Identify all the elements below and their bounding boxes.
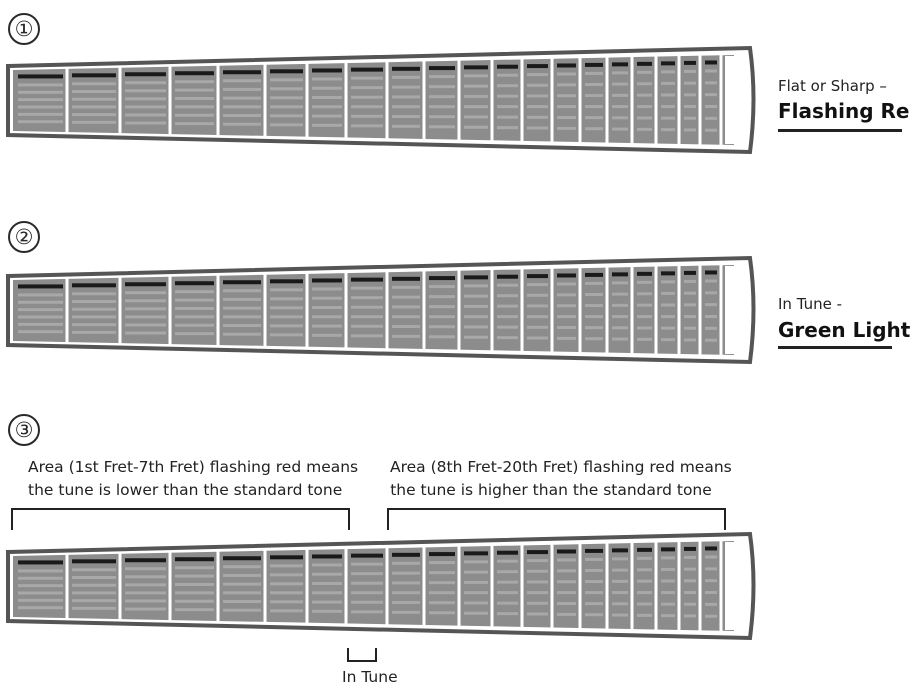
area-high-caption: Area (8th Fret-20th Fret) flashing red m… <box>390 456 732 502</box>
fret-led-19 <box>684 60 696 65</box>
fret-led-14 <box>557 273 576 278</box>
fret-led-18 <box>661 61 675 66</box>
fret-led-1 <box>18 284 63 289</box>
fret-led-12 <box>497 274 518 279</box>
fret-led-13 <box>527 550 548 555</box>
fret-led-17 <box>637 271 652 276</box>
fret-led-19 <box>684 270 696 275</box>
fret-led-6 <box>270 69 303 74</box>
fret-led-14 <box>557 63 576 68</box>
fretboard-neck-2 <box>6 255 756 365</box>
fret-led-6 <box>270 279 303 284</box>
fret-led-14 <box>557 549 576 554</box>
area-high-bracket <box>387 508 726 530</box>
fret-led-9 <box>392 276 420 281</box>
green-light-underline <box>778 346 892 349</box>
area-low-line-2: the tune is lower than the standard tone <box>28 481 343 499</box>
fret-led-1 <box>18 74 63 79</box>
fret-led-5 <box>223 70 261 75</box>
fret-led-16 <box>612 548 628 553</box>
step-2-number-badge: ② <box>8 221 40 253</box>
step-1-number-badge: ① <box>8 13 40 45</box>
fret-led-3 <box>125 72 166 77</box>
area-low-bracket <box>11 508 350 530</box>
fret-led-17 <box>637 61 652 66</box>
fret-led-11 <box>464 275 488 280</box>
fret-led-8 <box>351 67 383 72</box>
fret-led-19 <box>684 546 696 551</box>
fret-led-2 <box>72 283 116 288</box>
fret-led-11 <box>464 65 488 70</box>
fret-led-20 <box>705 60 717 65</box>
fret-led-20 <box>705 270 717 275</box>
fret-led-3 <box>125 282 166 287</box>
area-low-line-1: Area (1st Fret-7th Fret) flashing red me… <box>28 458 359 476</box>
step-3-number-badge: ③ <box>8 414 40 446</box>
fret-led-9 <box>392 552 420 557</box>
fretboard-neck-1 <box>6 45 756 155</box>
fret-led-4 <box>175 71 214 76</box>
green-light-label: Green Light <box>778 318 910 342</box>
area-high-line-1: Area (8th Fret-20th Fret) flashing red m… <box>390 458 732 476</box>
fret-led-7 <box>312 68 342 73</box>
flashing-red-underline <box>778 129 902 132</box>
fret-led-1 <box>18 560 63 565</box>
fret-led-10 <box>429 552 455 557</box>
fret-led-4 <box>175 557 214 562</box>
fret-led-5 <box>223 556 261 561</box>
area-high-line-2: the tune is higher than the standard ton… <box>390 481 712 499</box>
in-tune-caption: In Tune <box>342 668 398 686</box>
fret-led-4 <box>175 281 214 286</box>
fret-led-12 <box>497 64 518 69</box>
area-low-caption: Area (1st Fret-7th Fret) flashing red me… <box>28 456 359 502</box>
fret-led-10 <box>429 66 455 71</box>
fret-led-18 <box>661 271 675 276</box>
fret-led-7 <box>312 554 342 559</box>
fret-led-9 <box>392 66 420 71</box>
fret-led-15 <box>585 272 603 277</box>
fret-led-13 <box>527 274 548 279</box>
fret-led-5 <box>223 280 261 285</box>
fretboard-neck-3 <box>6 531 756 641</box>
fret-led-8 <box>351 277 383 282</box>
in-tune-dash-label: In Tune - <box>778 295 843 313</box>
fret-led-2 <box>72 559 116 564</box>
fret-led-7 <box>312 278 342 283</box>
fret-led-16 <box>612 62 628 67</box>
fret-led-20 <box>705 546 717 551</box>
fret-led-16 <box>612 272 628 277</box>
flat-or-sharp-label: Flat or Sharp – <box>778 77 887 95</box>
in-tune-bracket <box>347 648 377 662</box>
flashing-red-label: Flashing Red <box>778 99 910 123</box>
fret-led-11 <box>464 551 488 556</box>
fret-led-15 <box>585 62 603 67</box>
fret-led-13 <box>527 64 548 69</box>
fret-led-3 <box>125 558 166 563</box>
fret-led-8 <box>351 553 383 558</box>
fret-led-17 <box>637 547 652 552</box>
fret-led-2 <box>72 73 116 78</box>
fret-led-18 <box>661 547 675 552</box>
fret-led-6 <box>270 555 303 560</box>
fret-led-15 <box>585 548 603 553</box>
fret-led-10 <box>429 276 455 281</box>
fret-led-12 <box>497 550 518 555</box>
